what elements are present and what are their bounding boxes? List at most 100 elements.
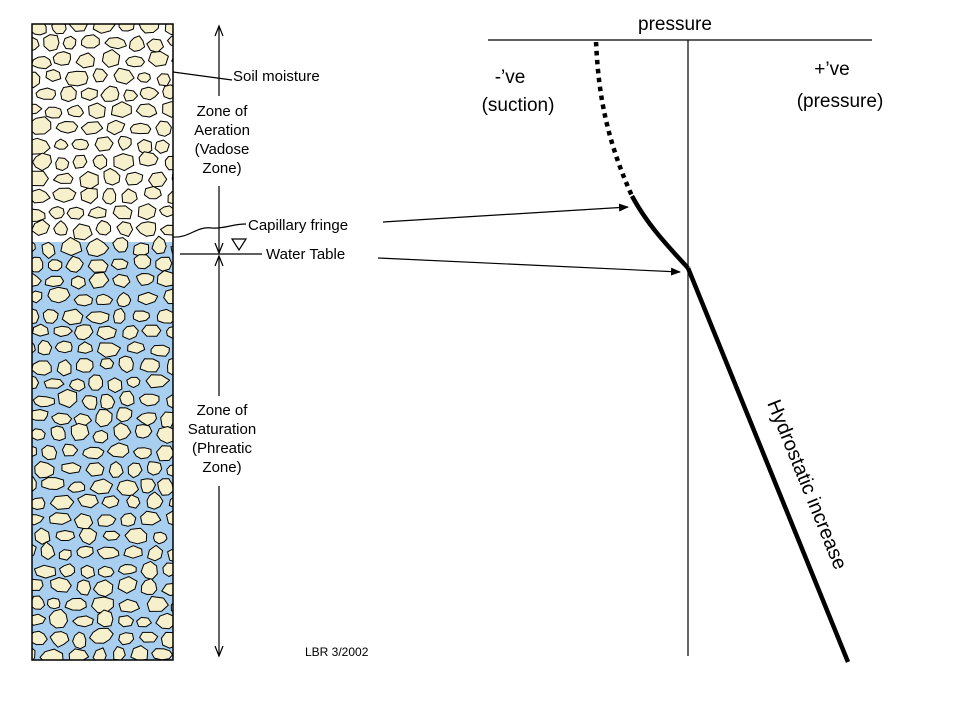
sand-grain (117, 576, 138, 594)
sand-grain (34, 527, 51, 545)
sand-grain (104, 37, 127, 50)
sand-grain (32, 630, 48, 646)
sand-grain (82, 446, 105, 460)
sand-grain (74, 324, 94, 341)
sand-grain (32, 595, 46, 610)
credit-label: LBR 3/2002 (305, 645, 369, 659)
sand-grain (61, 443, 79, 457)
sand-grain (123, 545, 143, 559)
sand-grain (138, 151, 159, 167)
sand-grain (60, 85, 77, 103)
sand-grain (127, 341, 146, 354)
sand-grain (55, 121, 79, 134)
sand-grain (44, 106, 63, 119)
sand-grain (77, 493, 99, 509)
sand-grain (80, 121, 104, 135)
sand-grain (133, 254, 152, 270)
sand-grain (87, 259, 109, 273)
sand-grain (80, 87, 98, 101)
sand-grain (32, 375, 40, 390)
sand-grain (178, 649, 193, 663)
sand-grain (100, 393, 116, 410)
sand-grain (156, 270, 173, 287)
sand-grain (183, 613, 198, 628)
sand-grain (96, 325, 117, 341)
sand-grain (156, 73, 171, 87)
sand-grain (157, 478, 173, 496)
sand-grain (85, 462, 105, 477)
sand-grain (32, 188, 51, 204)
sand-grain (118, 24, 135, 32)
sand-grain (50, 577, 72, 593)
sand-grain (167, 190, 173, 205)
svg-text:Zone): Zone) (202, 160, 241, 177)
sand-grain (118, 632, 135, 646)
sand-grain (89, 627, 114, 644)
sand-grain (160, 224, 173, 236)
sand-grain (72, 223, 93, 241)
sand-grain (159, 205, 173, 218)
sand-grain (147, 544, 164, 562)
sand-grain (34, 461, 55, 479)
sand-grain (117, 564, 137, 575)
negative-pressure-sign: -’ve (495, 67, 526, 88)
aeration-arrowhead-bottom (214, 242, 224, 255)
sand-grain (96, 609, 114, 628)
sand-grain (128, 35, 146, 52)
sand-grain (95, 220, 112, 236)
sand-grain (33, 564, 57, 579)
sand-grain (85, 311, 110, 325)
sand-grain (136, 72, 151, 83)
sand-grain (100, 85, 120, 102)
sand-grain (32, 647, 36, 660)
sand-grain (140, 578, 158, 595)
sand-grain (75, 52, 95, 69)
sand-grain (32, 476, 37, 493)
sand-grain (118, 666, 137, 678)
sand-grain (181, 85, 197, 98)
sand-grain (62, 35, 77, 50)
sand-grain (165, 510, 173, 526)
sand-grain (32, 578, 44, 591)
sand-grain (55, 530, 76, 541)
saturation-arrowhead-top (214, 254, 224, 267)
sand-grain (55, 157, 70, 171)
sand-grain (155, 120, 172, 137)
svg-text:Saturation: Saturation (188, 421, 256, 438)
sand-grain (177, 209, 192, 222)
sand-grain (76, 358, 94, 373)
sand-grain (92, 68, 108, 83)
sand-grain (129, 122, 152, 135)
sand-grain (162, 84, 173, 100)
sand-grain (88, 271, 110, 289)
sand-grain (134, 424, 153, 439)
sand-grain (48, 666, 65, 681)
sand-grain (88, 102, 106, 119)
sand-grain (32, 428, 46, 441)
sand-grain (163, 288, 173, 305)
sand-grain (53, 220, 68, 236)
sand-grain (126, 376, 141, 389)
sand-grain (183, 632, 203, 642)
sand-grain (113, 307, 126, 324)
sand-grain (32, 272, 42, 287)
sand-grain (76, 579, 92, 596)
sand-grain (40, 541, 56, 561)
sand-grain (150, 344, 170, 357)
sand-grain (137, 203, 157, 221)
sand-grain (178, 258, 197, 272)
sand-grain (162, 562, 173, 577)
sand-grain (32, 613, 47, 626)
sand-grain (166, 326, 173, 340)
sand-grain (106, 442, 130, 458)
capillary-fringe-leader (172, 223, 247, 238)
sand-grain (113, 67, 135, 85)
sand-grain (137, 291, 159, 306)
sand-grain (172, 379, 173, 381)
soil-grains (32, 24, 203, 681)
sand-grain (164, 24, 173, 35)
sand-grain (37, 339, 53, 356)
sand-grain (140, 560, 158, 580)
sand-grain (92, 647, 107, 660)
sand-grain (146, 461, 163, 476)
